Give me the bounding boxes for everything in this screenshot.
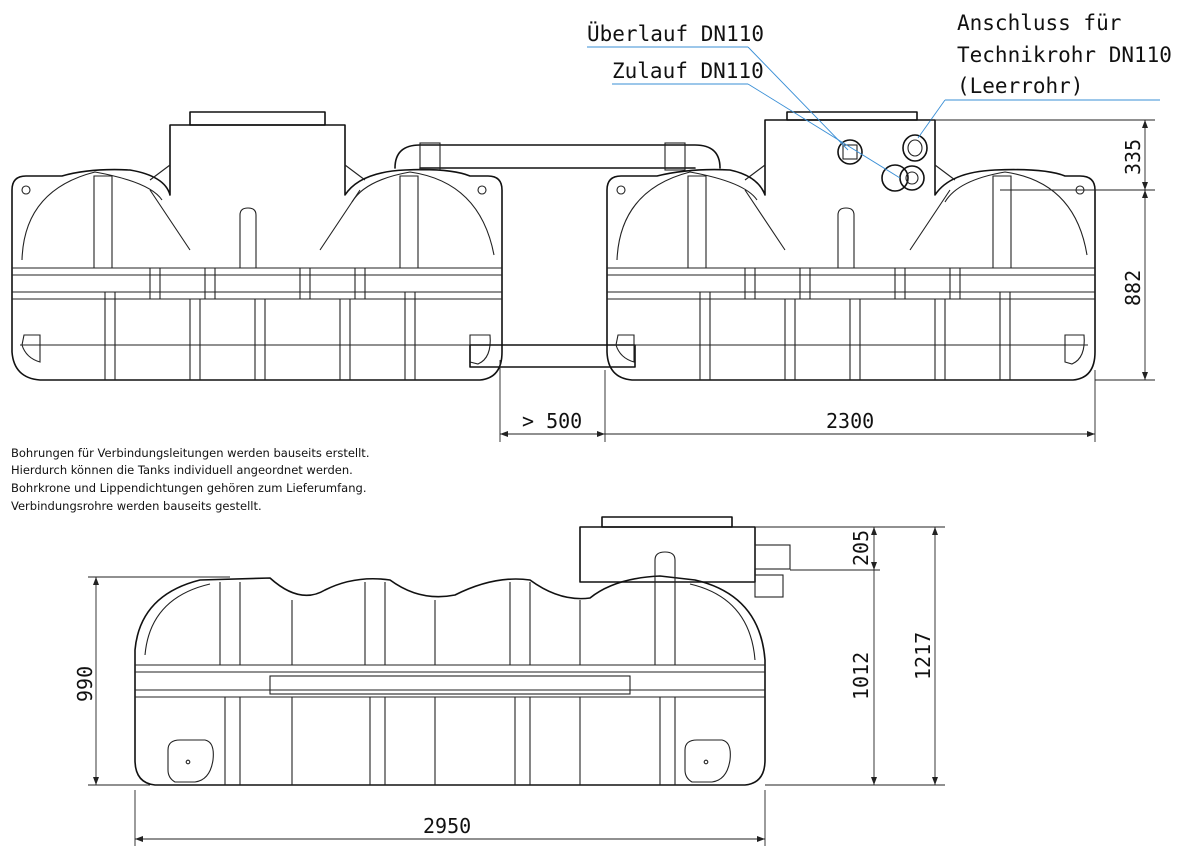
dim-335: 335 [1121,139,1145,175]
dim-gap: > 500 [522,409,582,433]
callout-overflow: Überlauf DN110 [587,21,764,46]
side-view-tank [134,516,791,786]
technical-pipe-fitting [902,134,928,162]
top-view-dimensions: 335 882 > 500 2300 [499,119,1155,442]
dim-882: 882 [1121,270,1145,306]
left-tank-front-view [11,111,503,381]
callout-connection-3: (Leerrohr) [957,74,1083,98]
dim-205: 205 [849,530,873,566]
dim-2950: 2950 [423,814,471,838]
note-line-1: Bohrungen für Verbindungsleitungen werde… [11,446,369,460]
dim-1217: 1217 [911,632,935,680]
overflow-fitting [837,139,863,165]
dim-2300: 2300 [826,409,874,433]
notes: Bohrungen für Verbindungsleitungen werde… [11,446,369,513]
note-line-2: Hierdurch können die Tanks individuell a… [11,463,353,477]
note-line-3: Bohrkrone und Lippendichtungen gehören z… [11,481,366,495]
callout-inlet: Zulauf DN110 [612,59,764,83]
callout-connection-2: Technikrohr DN110 [957,43,1172,67]
right-tank-front-view [606,111,1096,381]
side-view-dimensions: 990 205 1012 1217 2950 [73,526,945,846]
dim-990: 990 [73,666,97,702]
note-line-4: Verbindungsrohre werden bauseits gestell… [11,499,262,513]
connecting-pipes [394,142,721,368]
callout-connection-1: Anschluss für [957,11,1121,35]
inlet-fitting [881,164,925,192]
dim-1012: 1012 [849,652,873,700]
callouts: Überlauf DN110 Zulauf DN110 Anschluss fü… [587,11,1172,179]
